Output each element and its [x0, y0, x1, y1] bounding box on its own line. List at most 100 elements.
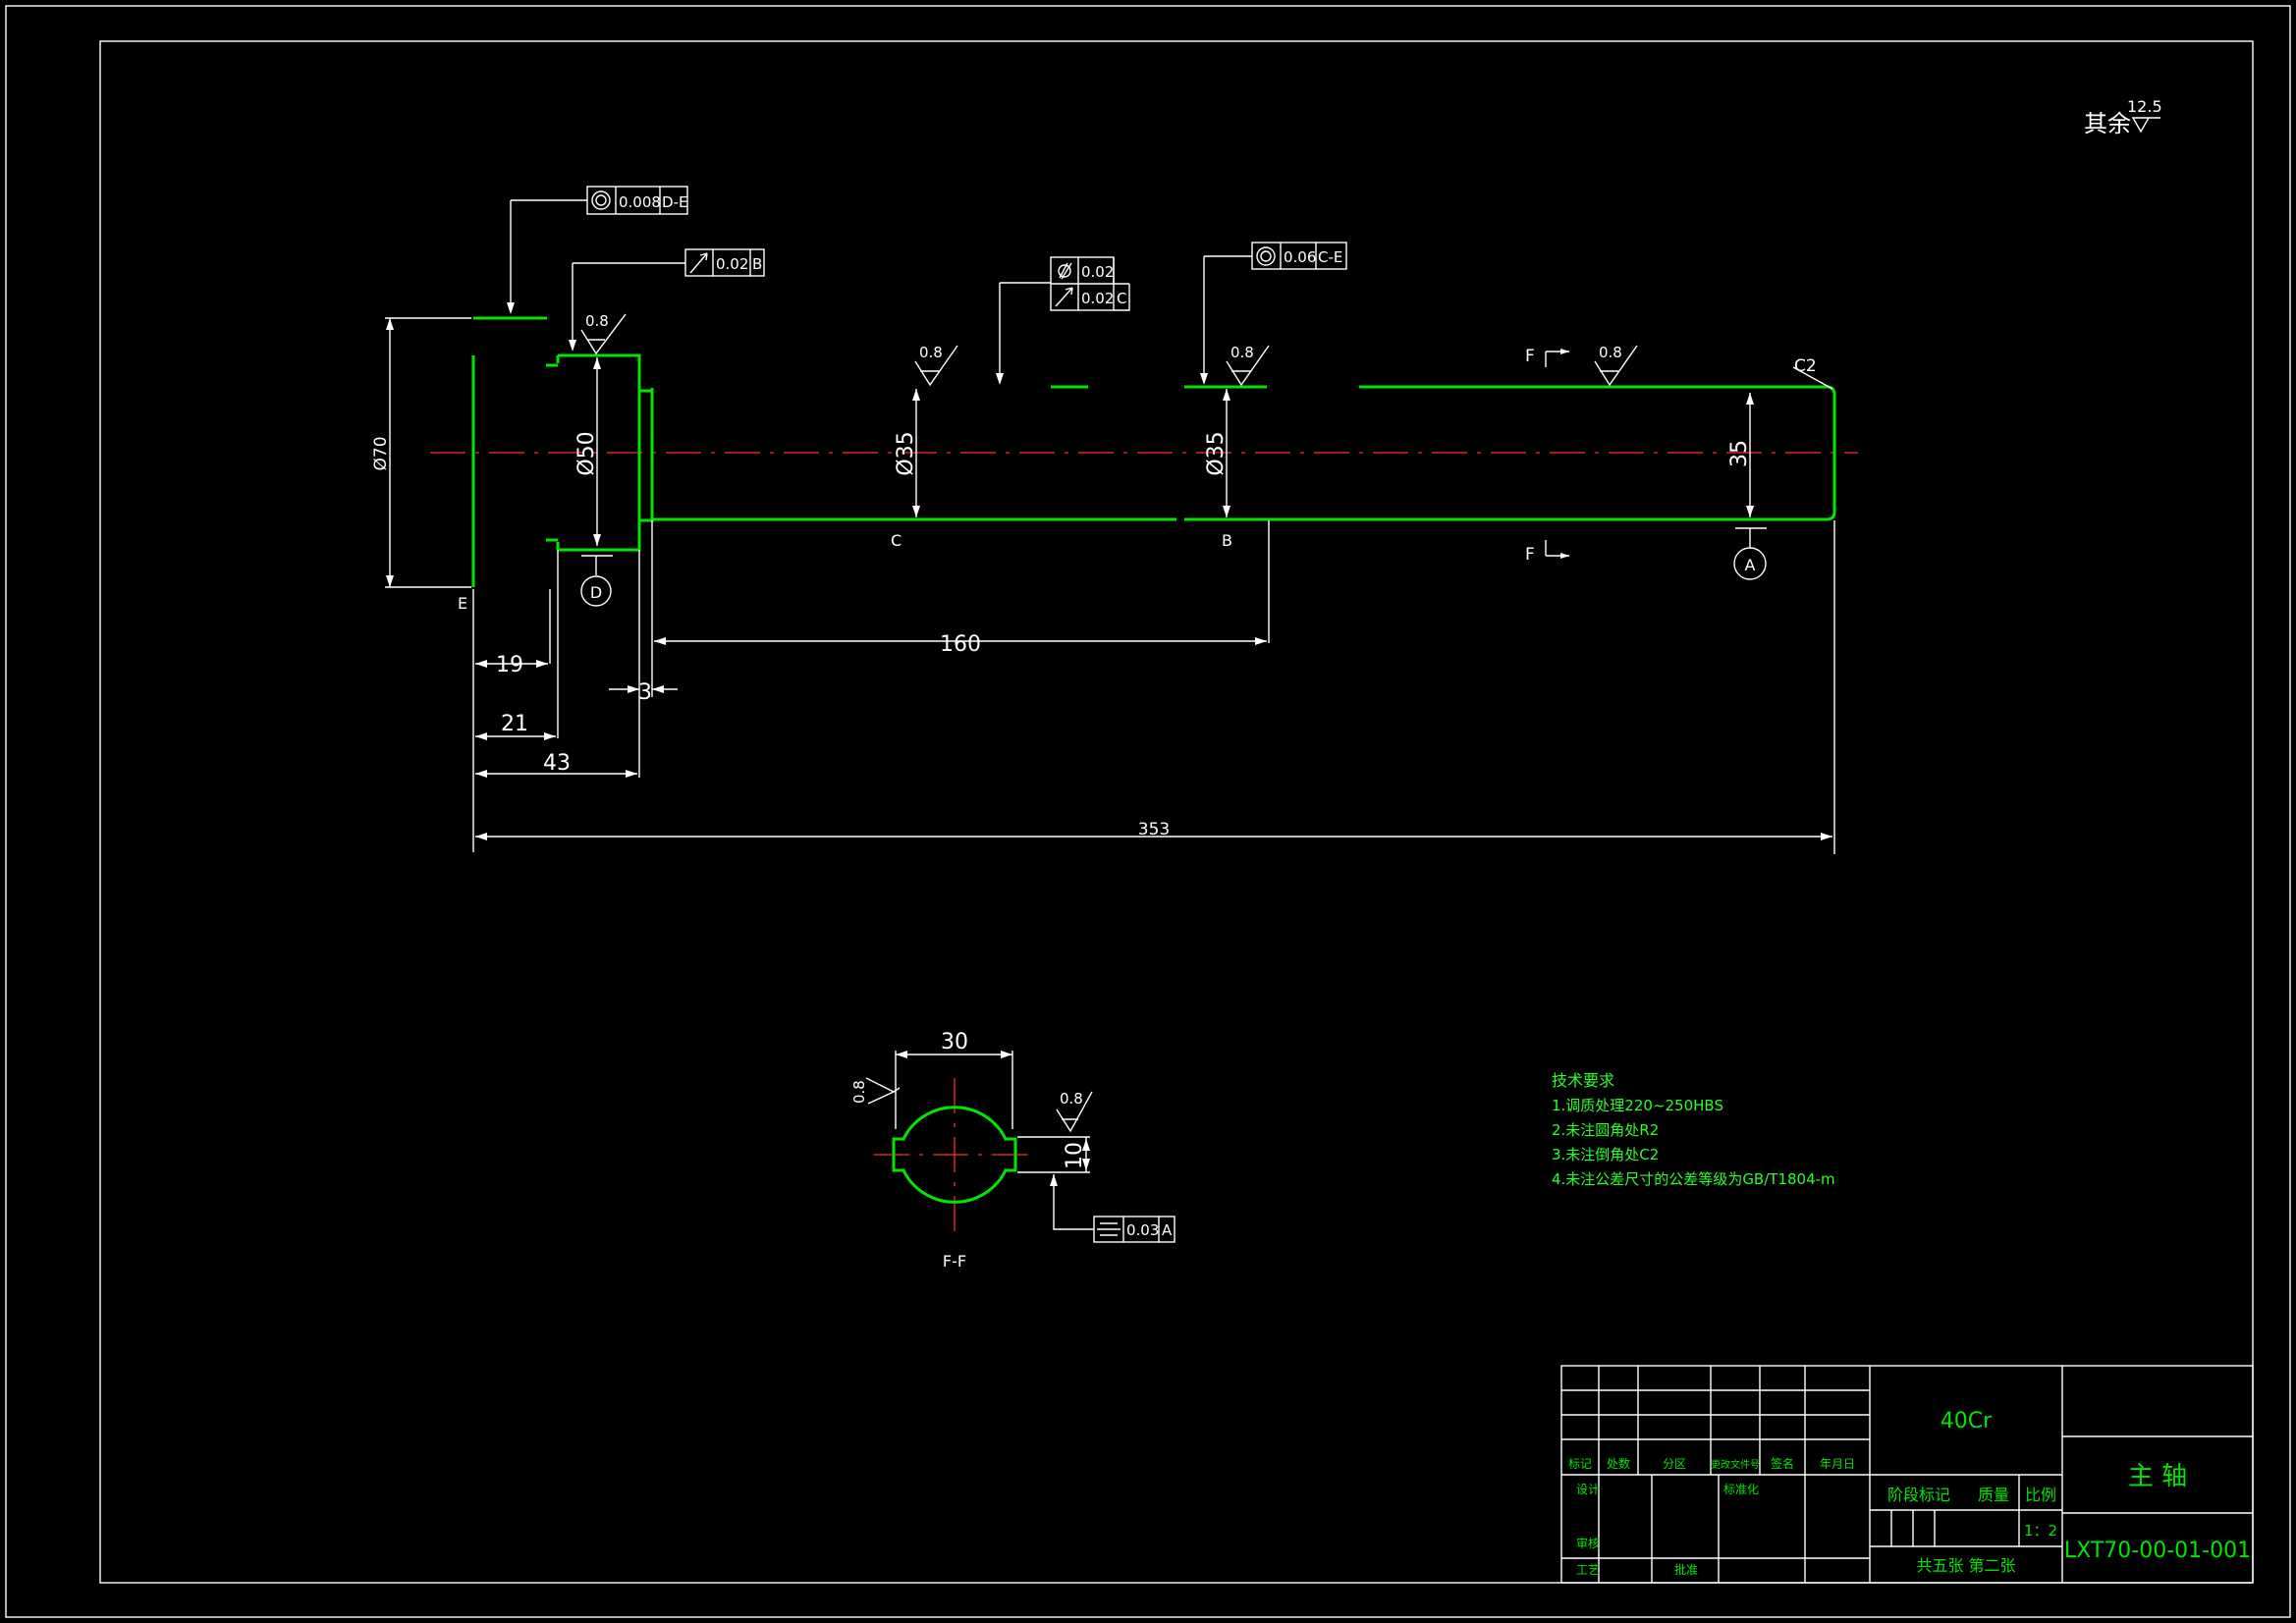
label-position-e: E	[458, 594, 467, 613]
svg-text:0.02: 0.02	[716, 255, 748, 273]
svg-text:0.8: 0.8	[585, 312, 609, 330]
tech-requirement-2: 2.未注圆角处R2	[1552, 1121, 1659, 1139]
role-standardization: 标准化	[1723, 1483, 1759, 1496]
svg-text:Ø35: Ø35	[1204, 431, 1229, 475]
tech-requirement-3: 3.未注倒角处C2	[1552, 1146, 1659, 1163]
svg-text:0.03: 0.03	[1126, 1221, 1159, 1239]
svg-text:353: 353	[1138, 820, 1170, 839]
svg-text:Ø50: Ø50	[574, 431, 599, 475]
title-material: 40Cr	[1941, 1409, 1993, 1434]
svg-text:30: 30	[941, 1030, 968, 1055]
header-change-doc: 更改文件号	[1711, 1458, 1760, 1471]
svg-text:21: 21	[501, 712, 528, 736]
svg-text:Ø35: Ø35	[894, 431, 918, 475]
svg-text:A: A	[1162, 1221, 1173, 1239]
svg-text:D: D	[590, 583, 602, 602]
svg-text:0.02: 0.02	[1081, 263, 1114, 281]
gdt-frame-concentricity-1: 0.008 D-E	[507, 186, 688, 314]
role-review: 审核	[1576, 1536, 1600, 1550]
chamfer-leader: C2	[1792, 356, 1833, 390]
section-marker-bottom: F	[1525, 540, 1569, 565]
roughness-symbol-5: 0.8	[850, 1077, 901, 1105]
svg-text:其余: 其余	[2084, 110, 2131, 137]
tech-requirement-1: 1.调质处理220~250HBS	[1552, 1097, 1723, 1114]
svg-text:35: 35	[1727, 440, 1752, 467]
header-mark: 标记	[1568, 1457, 1592, 1471]
datum-d: D	[580, 555, 613, 607]
dim-length-353: 353	[475, 820, 1832, 840]
section-marker-top: F	[1525, 347, 1569, 367]
svg-text:19: 19	[496, 653, 523, 677]
dim-diameter-70: Ø70	[371, 317, 471, 588]
dim-35-right: 35	[1727, 393, 1754, 517]
dim-length-43: 43	[475, 751, 637, 778]
roughness-symbol-1: 0.8	[580, 312, 627, 355]
header-zone: 分区	[1663, 1457, 1686, 1471]
label-position-c: C	[891, 531, 902, 550]
svg-text:B: B	[752, 255, 762, 273]
dim-diameter-35-b: Ø35	[1204, 389, 1230, 517]
svg-text:0.008: 0.008	[619, 193, 661, 211]
inner-frame	[99, 40, 2254, 1584]
dim-length-21: 21	[475, 712, 556, 740]
svg-text:0.8: 0.8	[1599, 344, 1622, 361]
gdt-frame-concentricity-2: 0.06 C-E	[1200, 242, 1347, 385]
svg-text:Ø70: Ø70	[371, 436, 391, 470]
svg-text:0.06: 0.06	[1284, 248, 1316, 266]
dim-length-19: 19	[475, 653, 548, 677]
section-title: F-F	[943, 1252, 966, 1271]
title-block	[1560, 1365, 2254, 1584]
roughness-symbol-3: 0.8	[1226, 344, 1270, 387]
svg-text:C: C	[1117, 290, 1126, 307]
roughness-symbol-4: 0.8	[1594, 344, 1638, 387]
svg-text:3: 3	[638, 680, 652, 705]
dim-length-3: 3	[609, 680, 678, 705]
extension-lines	[472, 520, 1835, 854]
svg-text:0.8: 0.8	[1060, 1090, 1083, 1108]
dim-width-30: 30	[895, 1030, 1013, 1129]
svg-text:0.8: 0.8	[850, 1080, 868, 1104]
svg-text:C2: C2	[1794, 356, 1817, 376]
svg-text:10: 10	[1063, 1142, 1087, 1169]
tech-requirement-4: 4.未注公差尺寸的公差等级为GB/T1804-m	[1552, 1170, 1835, 1188]
title-drawing-number: LXT70-00-01-001	[2064, 1539, 2251, 1563]
outer-border	[5, 5, 2291, 1618]
svg-text:0.8: 0.8	[1230, 344, 1254, 361]
value-scale: 1：2	[2024, 1522, 2057, 1540]
section-ff-outline	[892, 1106, 1017, 1204]
tech-requirements-title: 技术要求	[1552, 1071, 1614, 1090]
role-process: 工艺	[1576, 1563, 1600, 1577]
svg-text:12.5: 12.5	[2127, 97, 2162, 116]
roughness-symbol-6: 0.8	[1056, 1090, 1093, 1133]
svg-text:C-E: C-E	[1318, 248, 1342, 266]
label-sheets: 共五张 第二张	[1916, 1556, 2015, 1575]
dim-keyway-10: 10	[1017, 1136, 1090, 1173]
svg-text:F: F	[1525, 545, 1535, 565]
header-count: 处数	[1607, 1456, 1630, 1471]
label-position-b: B	[1222, 531, 1232, 550]
dim-length-160: 160	[654, 632, 1267, 657]
header-signature: 签名	[1771, 1456, 1794, 1471]
svg-text:0.02: 0.02	[1081, 290, 1114, 307]
role-design: 设计	[1576, 1483, 1600, 1496]
label-stage-mark: 阶段标记	[1887, 1486, 1950, 1504]
svg-text:A: A	[1745, 556, 1756, 574]
dim-diameter-35-c: Ø35	[894, 389, 920, 517]
gdt-frame-runout-b: 0.02 B	[569, 248, 765, 352]
dim-diameter-50: Ø50	[574, 357, 601, 546]
svg-text:D-E: D-E	[662, 193, 687, 211]
roughness-symbol-2: 0.8	[914, 344, 958, 387]
title-part-name: 主 轴	[2128, 1462, 2187, 1491]
header-date: 年月日	[1820, 1457, 1855, 1471]
label-scale: 比例	[2025, 1486, 2056, 1504]
tech-requirements: 技术要求 1.调质处理220~250HBS 2.未注圆角处R2 3.未注倒角处C…	[1552, 1071, 1835, 1188]
default-roughness-note: 其余 12.5	[2084, 97, 2162, 137]
svg-text:0.8: 0.8	[919, 344, 943, 361]
svg-text:43: 43	[543, 751, 571, 776]
label-weight: 质量	[1978, 1486, 2009, 1504]
role-approve: 批准	[1674, 1562, 1698, 1577]
svg-text:160: 160	[940, 632, 981, 657]
datum-a: A	[1733, 527, 1767, 580]
gdt-frame-cylindricity-runout: 0.02 0.02 C	[996, 256, 1130, 385]
